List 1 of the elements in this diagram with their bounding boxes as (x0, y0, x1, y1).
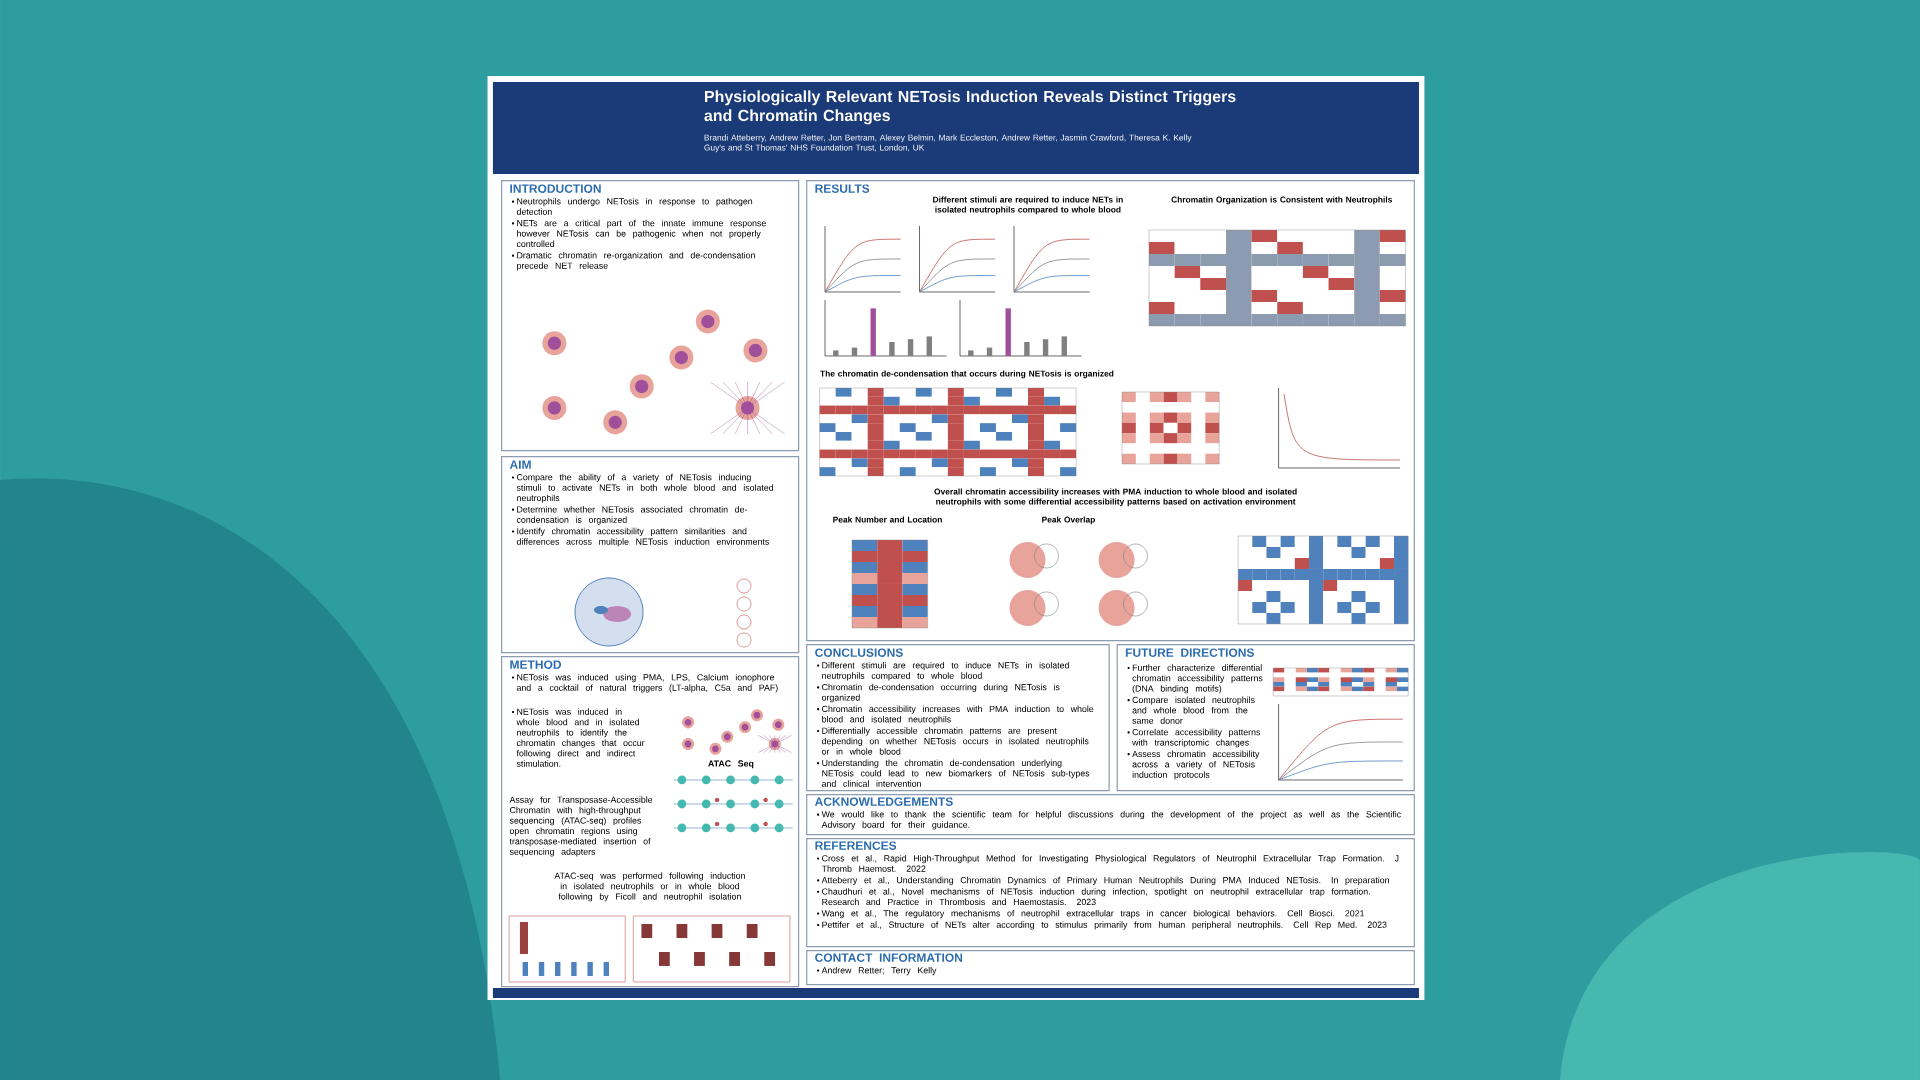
poster-title: Physiologically Relevant NETosis Induction Reveals Distinct Triggers and Chromatin Changes (704, 90, 1236, 125)
